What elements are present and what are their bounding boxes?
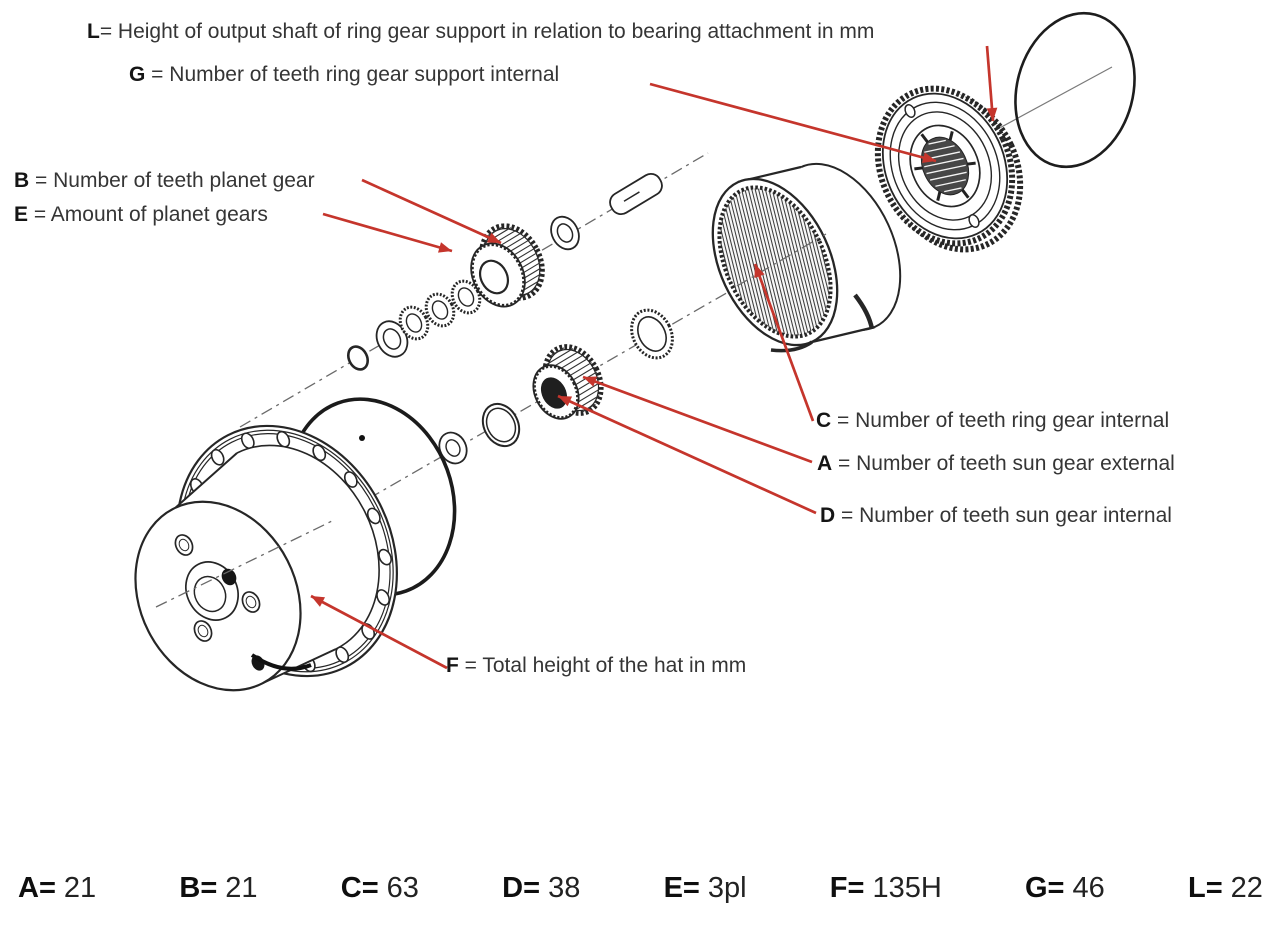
callout-A-text: = Number of teeth sun gear external	[832, 452, 1175, 475]
value-F-label: F=	[829, 872, 865, 904]
value-C-number: 63	[386, 872, 419, 904]
callout-G: G = Number of teeth ring gear support in…	[129, 63, 559, 86]
value-B-number: 21	[225, 872, 258, 904]
value-E-label: E=	[663, 872, 700, 904]
value-D: D=38	[502, 872, 580, 905]
value-D-number: 38	[548, 872, 581, 904]
sun-gear-drawing	[438, 344, 604, 465]
callout-F-text: = Total height of the hat in mm	[458, 654, 747, 677]
callout-E-text: = Amount of planet gears	[28, 203, 268, 226]
callout-C: C = Number of teeth ring gear internal	[816, 409, 1169, 432]
callout-C-text: = Number of teeth ring gear internal	[831, 409, 1170, 432]
value-F: F=135H	[830, 872, 942, 905]
callout-B-letter: B	[14, 169, 30, 192]
callout-L-letter: L	[87, 20, 100, 43]
value-G: G=46	[1025, 872, 1105, 905]
value-L-number: 22	[1230, 872, 1263, 904]
value-D-label: D=	[502, 872, 541, 904]
callout-F: F = Total height of the hat in mm	[446, 654, 746, 677]
ring-gear-drawing	[711, 162, 902, 353]
callout-D-text: = Number of teeth sun gear internal	[835, 504, 1172, 527]
callout-G-letter: G	[129, 63, 146, 86]
ring-gear-support-drawing	[874, 85, 1024, 253]
value-A-label: A=	[18, 872, 56, 904]
hat-drawing	[134, 424, 398, 692]
callout-F-letter: F	[446, 654, 459, 677]
value-L-label: L=	[1188, 872, 1223, 904]
bearing-rollers-row	[347, 279, 482, 371]
value-L: L=22	[1188, 872, 1263, 905]
callout-B-text: = Number of teeth planet gear	[29, 169, 315, 192]
pin-drawing	[609, 172, 663, 216]
callout-L-text: = Height of output shaft of ring gear su…	[99, 20, 875, 43]
callout-D: D = Number of teeth sun gear internal	[820, 504, 1172, 527]
callout-B: B = Number of teeth planet gear	[14, 169, 315, 192]
value-G-number: 46	[1072, 872, 1105, 904]
washer-upper	[550, 215, 580, 251]
callout-E-letter: E	[14, 203, 29, 226]
value-A-number: 21	[63, 872, 97, 904]
callout-L: L= Height of output shaft of ring gear s…	[87, 20, 874, 43]
value-E-number: 3pl	[707, 872, 747, 904]
value-A: A=21	[18, 872, 96, 905]
cover-ring-drawing	[1014, 11, 1136, 169]
value-G-label: G=	[1025, 872, 1065, 904]
value-B-label: B=	[179, 872, 218, 904]
serrated-washer	[630, 308, 674, 360]
callout-E: E = Amount of planet gears	[14, 203, 268, 226]
callout-G-text: = Number of teeth ring gear support inte…	[145, 63, 560, 86]
callout-A-letter: A	[817, 452, 833, 475]
callout-C-letter: C	[816, 409, 832, 432]
planet-gear-drawing	[470, 223, 545, 308]
value-C: C=63	[341, 872, 419, 905]
value-F-number: 135H	[872, 872, 942, 904]
value-E: E=3pl	[664, 872, 747, 905]
red-callout-arrows	[310, 45, 998, 670]
callout-A: A = Number of teeth sun gear external	[817, 452, 1175, 475]
value-C-label: C=	[340, 872, 379, 904]
values-row: A=21 B=21 C=63 D=38 E=3pl F=135H G=46 L=…	[18, 872, 1263, 905]
callout-D-letter: D	[820, 504, 836, 527]
value-B: B=21	[179, 872, 257, 905]
